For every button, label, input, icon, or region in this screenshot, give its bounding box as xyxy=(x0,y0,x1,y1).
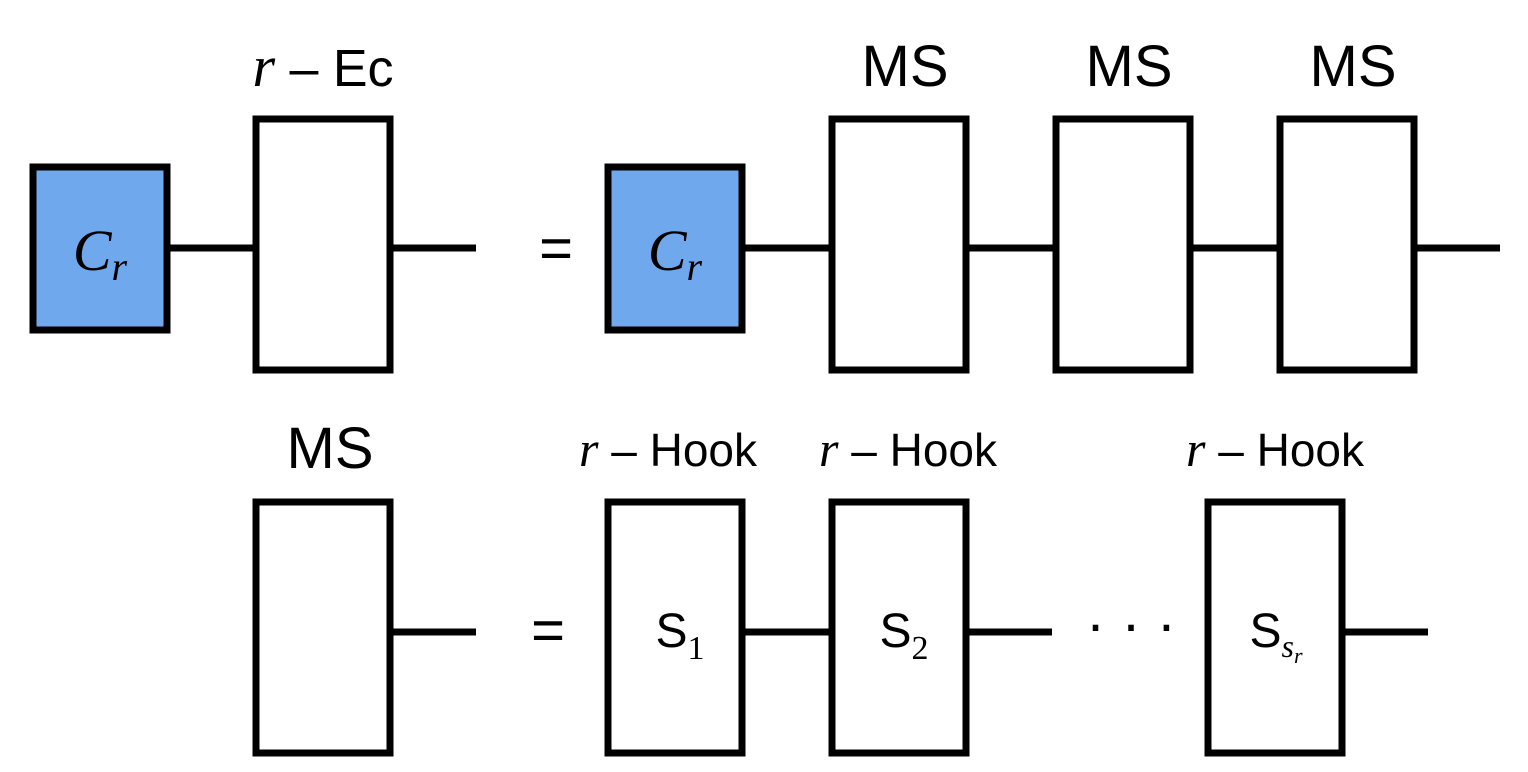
row1-rhs-tensor-label: Cr xyxy=(648,218,703,289)
row2-equals-sign: = xyxy=(531,598,565,663)
row2-rhs-hook-box-2 xyxy=(828,498,970,757)
row2-rhs-hook-label-2: r – Hook xyxy=(819,421,998,477)
row1-rhs-ms-label-3: MS xyxy=(1310,34,1397,99)
row1-equals-sign: = xyxy=(539,216,573,281)
row1-rhs-ms-box-1 xyxy=(828,115,970,374)
row1-rhs-ms-label-1: MS xyxy=(862,34,949,99)
row2-rhs-hook-label-1: r – Hook xyxy=(579,421,758,477)
row1-lhs-tensor-cr xyxy=(29,163,171,334)
row2-ellipsis: · · · xyxy=(1086,592,1176,657)
row2-lhs-ms-box xyxy=(252,498,394,757)
row2-rhs-box-label-ssr: Ssr xyxy=(1249,605,1302,668)
row1-rhs-tensor-cr xyxy=(604,163,746,334)
row1-lhs-rec-box xyxy=(252,115,394,374)
row2-rhs-hook-label-3: r – Hook xyxy=(1186,421,1365,477)
row1-rhs-ms-label-2: MS xyxy=(1086,34,1173,99)
row1-lhs-rec-label: r – Ec xyxy=(252,34,393,99)
row2-rhs-hook-box-1 xyxy=(604,498,746,757)
row2-rhs-hook-box-3 xyxy=(1204,498,1346,757)
row1-rhs-ms-box-3 xyxy=(1276,115,1418,374)
row2-rhs-box-label-s2: S2 xyxy=(879,605,928,667)
row2-lhs-ms-label: MS xyxy=(287,416,374,481)
row2-rhs-box-label-s1: S1 xyxy=(655,605,704,667)
row1-rhs-ms-box-2 xyxy=(1052,115,1194,374)
row1-lhs-tensor-label: Cr xyxy=(73,218,128,289)
